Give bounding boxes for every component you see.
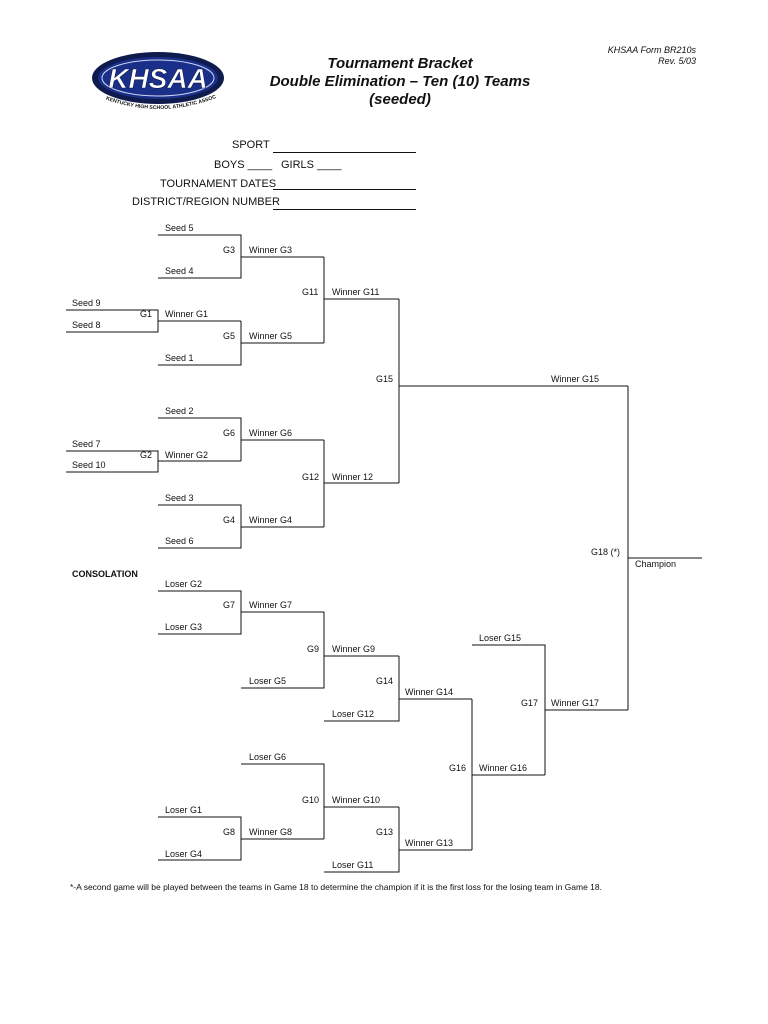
game-g10: G10 xyxy=(302,795,320,805)
sport-field[interactable] xyxy=(273,152,416,153)
form-id: KHSAA Form BR210s xyxy=(607,45,696,55)
loser-g15: Loser G15 xyxy=(479,633,522,643)
seed-8: Seed 8 xyxy=(72,320,101,330)
tournament-dates-label: TOURNAMENT DATES xyxy=(160,178,277,190)
winner-g14: Winner G14 xyxy=(405,687,454,697)
boys-field[interactable]: BOYS ____ xyxy=(214,159,273,171)
revision: Rev. 5/03 xyxy=(658,56,696,66)
winner-g4: Winner G4 xyxy=(249,515,293,525)
game-g14: G14 xyxy=(376,676,394,686)
seed-6: Seed 6 xyxy=(165,536,194,546)
loser-g1: Loser G1 xyxy=(165,805,203,815)
title-line-2: Double Elimination – Ten (10) Teams xyxy=(269,73,531,90)
game-g18: G18 (*) xyxy=(591,547,621,557)
title-line-1: Tournament Bracket xyxy=(327,55,473,72)
seed-10: Seed 10 xyxy=(72,460,106,470)
game-g6: G6 xyxy=(223,428,236,438)
winner-g5: Winner G5 xyxy=(249,331,293,341)
loser-g3: Loser G3 xyxy=(165,622,203,632)
winner-g11: Winner G11 xyxy=(332,287,380,297)
game-g5: G5 xyxy=(223,331,236,341)
game-g13: G13 xyxy=(376,827,394,837)
winner-g13: Winner G13 xyxy=(405,838,454,848)
winner-g6: Winner G6 xyxy=(249,428,293,438)
title-line-3: (seeded) xyxy=(369,91,431,108)
loser-g6: Loser G6 xyxy=(249,752,287,762)
seed-3: Seed 3 xyxy=(165,493,194,503)
district-region-label: DISTRICT/REGION NUMBER xyxy=(132,196,280,208)
winner-12: Winner 12 xyxy=(332,472,374,482)
winner-g8: Winner G8 xyxy=(249,827,293,837)
winner-g16: Winner G16 xyxy=(479,763,528,773)
winner-g7: Winner G7 xyxy=(249,600,293,610)
district-region-field[interactable] xyxy=(273,209,416,210)
sport-label: SPORT xyxy=(232,139,270,151)
winner-g3: Winner G3 xyxy=(249,245,293,255)
seed-7: Seed 7 xyxy=(72,439,101,449)
game-g17: G17 xyxy=(521,698,539,708)
seed-1: Seed 1 xyxy=(165,353,194,363)
seed-4: Seed 4 xyxy=(165,266,194,276)
game-g2: G2 xyxy=(140,450,153,460)
winner-g17: Winner G17 xyxy=(551,698,600,708)
winner-g9: Winner G9 xyxy=(332,644,376,654)
winner-g10: Winner G10 xyxy=(332,795,381,805)
game-g8: G8 xyxy=(223,827,236,837)
loser-g5: Loser G5 xyxy=(249,676,287,686)
footnote: *-A second game will be played between t… xyxy=(70,882,602,892)
consolation-heading: CONSOLATION xyxy=(72,569,138,579)
seed-5: Seed 5 xyxy=(165,223,194,233)
seed-2: Seed 2 xyxy=(165,406,194,416)
tournament-dates-field[interactable] xyxy=(273,189,416,190)
loser-g11: Loser G11 xyxy=(332,860,374,870)
form-reference: KHSAA Form BR210s Rev. 5/03 xyxy=(608,45,696,67)
game-g12: G12 xyxy=(302,472,320,482)
loser-g4: Loser G4 xyxy=(165,849,203,859)
game-g11: G11 xyxy=(302,287,319,297)
game-g16: G16 xyxy=(449,763,467,773)
game-g4: G4 xyxy=(223,515,236,525)
game-g3: G3 xyxy=(223,245,236,255)
winner-g1: Winner G1 xyxy=(165,309,209,319)
logo-text: KHSAA xyxy=(108,63,208,94)
champion: Champion xyxy=(635,559,677,569)
game-g15: G15 xyxy=(376,374,394,384)
loser-g2: Loser G2 xyxy=(165,579,203,589)
girls-field[interactable]: GIRLS ____ xyxy=(281,159,342,171)
loser-g12: Loser G12 xyxy=(332,709,375,719)
game-g1: G1 xyxy=(140,309,153,319)
khsaa-logo: KHSAA KENTUCKY HIGH SCHOOL ATHLETIC ASSO… xyxy=(88,48,224,111)
winner-g2: Winner G2 xyxy=(165,450,209,460)
game-g9: G9 xyxy=(307,644,320,654)
seed-9: Seed 9 xyxy=(72,298,101,308)
winner-g15: Winner G15 xyxy=(551,374,600,384)
game-g7: G7 xyxy=(223,600,236,610)
